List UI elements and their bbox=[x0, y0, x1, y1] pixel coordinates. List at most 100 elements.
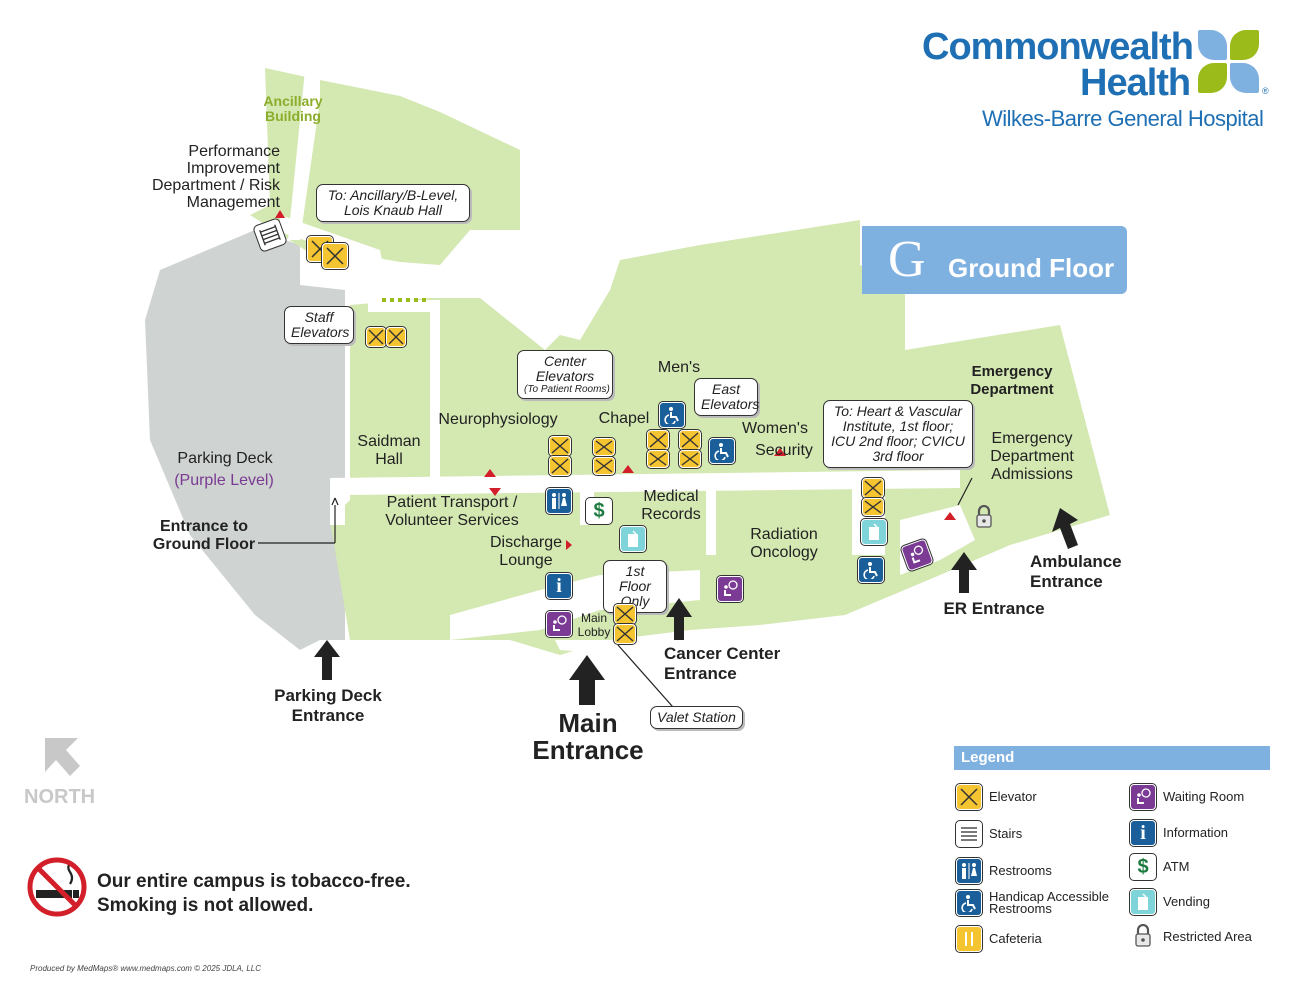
legend-label: Elevator bbox=[989, 789, 1037, 804]
information-icon: i bbox=[546, 573, 572, 599]
floor-letter: G bbox=[888, 231, 926, 288]
east-elevators-callout: East Elevators bbox=[694, 378, 759, 416]
elevator-icon bbox=[679, 430, 701, 450]
ancillary-building-label: Ancillary Building bbox=[263, 93, 323, 124]
leader-lines bbox=[258, 477, 973, 716]
north-label: NORTH bbox=[24, 786, 96, 808]
legend-item-vending: Vending bbox=[1130, 889, 1210, 915]
entrance-ground-floor-label: Entrance to Ground Floor bbox=[152, 518, 256, 553]
elevator-icon bbox=[386, 327, 406, 347]
radiation-oncology-label: Radiation Oncology bbox=[750, 526, 818, 561]
no-smoking-icon bbox=[26, 856, 88, 918]
restricted-area-icon bbox=[1130, 923, 1156, 950]
cafeteria-icon bbox=[956, 926, 982, 952]
tobacco-free-line1: Our entire campus is tobacco-free. bbox=[97, 871, 411, 892]
brand-registered: ® bbox=[1262, 86, 1269, 96]
waiting-room-icon bbox=[900, 538, 934, 572]
restrooms-icon bbox=[546, 488, 572, 514]
ambulance-entrance-arrow bbox=[1052, 508, 1078, 549]
elevator-icon bbox=[614, 624, 636, 644]
stairs-icon bbox=[956, 821, 982, 847]
legend-label: Handicap Accessible Restrooms bbox=[989, 889, 1109, 916]
legend-item-information: i Information bbox=[1130, 820, 1228, 846]
legend-label: Vending bbox=[1163, 894, 1210, 909]
legend-item-waiting-room: Waiting Room bbox=[1130, 784, 1244, 810]
elevator-icon bbox=[647, 430, 669, 450]
legend: Legend Elevator Stairs Restrooms Handica… bbox=[954, 746, 1270, 986]
ancillary-elevator-callout: To: Ancillary/B-Level, Lois Knaub Hall bbox=[316, 184, 470, 222]
chapel-label: Chapel bbox=[598, 410, 650, 427]
staff-elevators-callout: Staff Elevators bbox=[284, 306, 354, 344]
legend-item-cafeteria: Cafeteria bbox=[956, 926, 1042, 952]
parking-deck-entrance-label: Parking Deck Entrance bbox=[274, 686, 382, 725]
legend-label: Stairs bbox=[989, 826, 1023, 841]
legend-item-stairs: Stairs bbox=[956, 821, 1022, 847]
elevator-icon bbox=[614, 604, 636, 624]
emergency-admissions-label: Emergency Department Admissions bbox=[990, 430, 1074, 483]
er-entrance-arrow bbox=[951, 552, 977, 593]
legend-label: Cafeteria bbox=[989, 931, 1042, 946]
brand-logo-mark bbox=[1198, 30, 1260, 94]
elevator-icon bbox=[956, 784, 982, 810]
atm-icon: $ bbox=[586, 498, 612, 524]
parking-deck-area bbox=[145, 230, 345, 650]
security-label: Security bbox=[755, 442, 813, 459]
legend-label: Waiting Room bbox=[1163, 789, 1245, 804]
elevator-icon bbox=[366, 327, 386, 347]
er-entrance-label: ER Entrance bbox=[943, 599, 1045, 618]
legend-title-bar: Legend bbox=[954, 746, 1270, 770]
elevator-icon bbox=[679, 450, 701, 468]
center-elevators-note: (To Patient Rooms) bbox=[524, 384, 610, 395]
emergency-department-label: Emergency Department bbox=[970, 363, 1054, 398]
hospital-logo: Commonwealth Health ® Wilkes-Barre Gener… bbox=[922, 26, 1282, 136]
restricted-area-icon bbox=[974, 504, 994, 529]
waiting-room-icon bbox=[546, 611, 572, 637]
brand-name-line1: Commonwealth bbox=[922, 26, 1194, 68]
entrance-arrows bbox=[45, 508, 1078, 776]
elevator-icon bbox=[593, 438, 615, 456]
location-markers bbox=[275, 210, 956, 550]
heart-vascular-callout: To: Heart & Vascular Institute, 1st floo… bbox=[823, 400, 973, 468]
legend-title: Legend bbox=[961, 749, 1015, 766]
parking-deck-entrance-arrow bbox=[314, 640, 340, 680]
first-floor-only-callout: 1st Floor Only bbox=[603, 560, 667, 613]
legend-item-restricted-area: Restricted Area bbox=[1130, 923, 1252, 950]
legend-item-atm: $ ATM bbox=[1130, 854, 1189, 880]
legend-label: Information bbox=[1163, 825, 1229, 840]
legend-item-handicap: Handicap Accessible Restrooms bbox=[956, 890, 1119, 916]
waiting-room-icon bbox=[717, 576, 743, 602]
legend-label: Restrooms bbox=[989, 863, 1052, 878]
medical-records-label: Medical Records bbox=[641, 488, 701, 523]
parking-level-label: (Purple Level) bbox=[174, 472, 274, 489]
legend-label: Restricted Area bbox=[1163, 929, 1252, 944]
main-lobby-label: Main Lobby bbox=[577, 611, 611, 639]
elevator-icon bbox=[647, 450, 669, 468]
atm-icon: $ bbox=[1130, 854, 1156, 880]
ambulance-entrance-label: Ambulance Entrance bbox=[1030, 552, 1122, 591]
elevator-icon bbox=[593, 457, 615, 475]
cancer-center-entrance-arrow bbox=[666, 598, 692, 640]
legend-item-restrooms: Restrooms bbox=[956, 858, 1052, 884]
cancer-center-entrance-label: Cancer Center Entrance bbox=[664, 644, 781, 683]
restrooms-icon bbox=[956, 858, 982, 884]
discharge-lounge-label: Discharge Lounge bbox=[489, 534, 563, 569]
main-entrance-label: Main Entrance bbox=[532, 708, 644, 765]
elevator-icon bbox=[549, 436, 571, 456]
north-arrow bbox=[45, 738, 80, 776]
legend-label: ATM bbox=[1163, 859, 1190, 874]
floor-banner: G Ground Floor bbox=[862, 226, 1127, 294]
handicap-icon bbox=[956, 890, 982, 916]
vending-icon bbox=[861, 519, 887, 545]
parking-deck-label: Parking Deck bbox=[177, 450, 273, 467]
floor-name: Ground Floor bbox=[948, 253, 1115, 283]
main-entrance-arrow bbox=[569, 655, 605, 705]
handicap-icon bbox=[858, 557, 884, 583]
valet-station-callout: Valet Station bbox=[650, 706, 743, 729]
elevator-icon bbox=[322, 243, 348, 269]
vending-icon bbox=[1130, 889, 1156, 915]
elevator-icon bbox=[549, 456, 571, 476]
womens-label: Women's bbox=[742, 420, 808, 437]
saidman-hall-label: Saidman Hall bbox=[357, 433, 421, 468]
performance-improvement-label: Performance Improvement Department / Ris… bbox=[151, 143, 280, 211]
vending-icon bbox=[620, 526, 646, 552]
